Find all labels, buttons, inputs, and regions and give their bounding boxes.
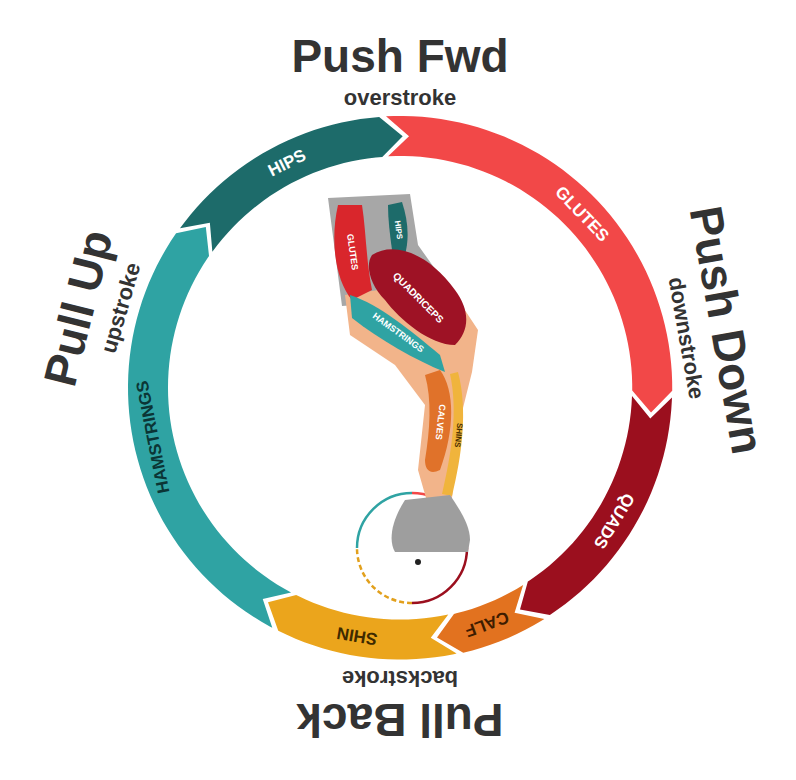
- muscle-name: SHINS: [453, 422, 464, 447]
- muscle-segment: HIPS: [178, 115, 405, 254]
- muscle-segment: GLUTES: [384, 114, 674, 415]
- stroke-phase: Pull Up: [36, 225, 119, 390]
- muscle-segment: HAMSTRINGS: [126, 225, 293, 630]
- segment-arrow-shape: [128, 227, 291, 628]
- shoe-shape: [392, 495, 470, 552]
- calves-muscle: [425, 370, 451, 472]
- segment-arrow: [518, 394, 674, 617]
- segment-arrow: [178, 115, 405, 254]
- muscle-name: HIPS: [393, 220, 404, 240]
- segment-arrow-shape: [386, 116, 672, 413]
- stroke-subtitle: backstroke: [342, 667, 458, 689]
- pedal-arc: [412, 548, 467, 603]
- quadriceps-muscle: [369, 249, 466, 345]
- muscle-segment: SHIN: [266, 593, 459, 662]
- shins-muscle: [442, 372, 463, 496]
- pedal-axle: [415, 559, 421, 565]
- stroke-phase: Pull Back: [296, 697, 503, 743]
- segment-arrow-shape: [437, 585, 544, 653]
- segment-arrow: [384, 114, 674, 415]
- pedal-arc: [357, 548, 412, 603]
- stroke-phase: Push Fwd: [291, 33, 508, 79]
- muscle-segment: QUADS: [518, 394, 674, 617]
- stroke-subtitle: overstroke: [344, 87, 457, 109]
- segment-arrow-shape: [268, 595, 457, 660]
- muscle-segment: CALF: [435, 583, 546, 655]
- glutes-muscle: [334, 205, 372, 300]
- segment-arrow-shape: [520, 396, 672, 615]
- segment-arrow-shape: [180, 117, 403, 252]
